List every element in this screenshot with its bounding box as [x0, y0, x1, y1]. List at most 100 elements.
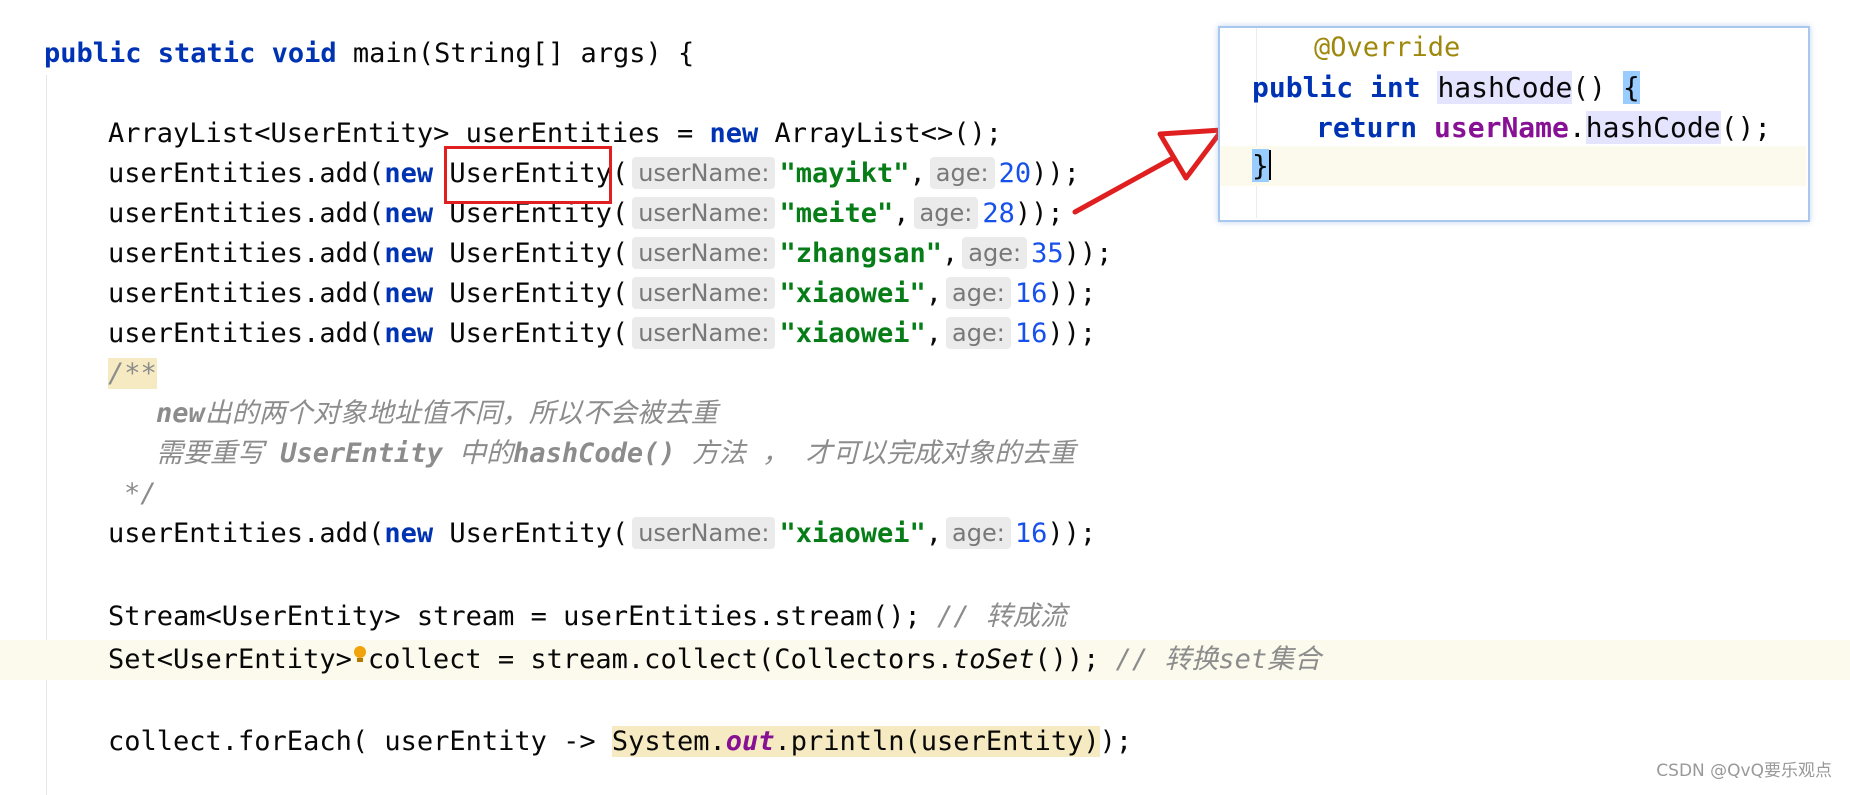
code-text: , — [925, 318, 943, 349]
keyword: new — [384, 278, 434, 309]
code-text: Stream<UserEntity> stream = userEntities… — [108, 601, 938, 632]
current-line-highlight — [0, 640, 1850, 680]
text-caret — [1268, 150, 1271, 180]
popup-line-return: return userName.hashCode(); — [1316, 108, 1771, 148]
string-literal: "meite" — [779, 198, 894, 229]
code-line-foreach[interactable]: collect.forEach( userEntity -> System.ou… — [108, 722, 1132, 762]
keyword: new — [709, 118, 759, 149]
doc-comment-text: */ — [124, 478, 157, 509]
param-hint-username: userName: — [632, 277, 776, 309]
code-text: userEntities.add( — [108, 158, 385, 189]
code-line-add-4[interactable]: userEntities.add(new UserEntity(userName… — [108, 274, 1096, 314]
code-text: Set<UserEntity> — [108, 644, 352, 675]
keyword: return — [1316, 111, 1418, 144]
doc-comment-open: /** — [108, 354, 157, 394]
doc-comment-text: hashCode() — [513, 438, 676, 469]
code-line-add-1[interactable]: userEntities.add(new UserEntity(userName… — [108, 154, 1080, 194]
param-hint-username: userName: — [632, 157, 776, 189]
doc-comment-line-2: 需要重写 UserEntity 中的hashCode() 方法 ， 才可以完成对… — [156, 434, 1075, 474]
param-hint-username: userName: — [632, 197, 776, 229]
doc-comment-close: */ — [124, 474, 157, 514]
code-line-add-2[interactable]: userEntities.add(new UserEntity(userName… — [108, 194, 1064, 234]
code-text: UserEntity( — [433, 278, 629, 309]
code-text: userEntities.add( — [108, 238, 385, 269]
number-literal: 28 — [982, 198, 1015, 229]
watermark: CSDN @QvQ要乐观点 — [1656, 761, 1832, 781]
number-literal: 16 — [1014, 278, 1048, 309]
code-text: ()); — [1034, 644, 1116, 675]
param-hint-username: userName: — [632, 317, 776, 349]
keyword: new — [384, 158, 434, 189]
string-literal: "mayikt" — [779, 158, 910, 189]
number-literal: 35 — [1031, 238, 1064, 269]
code-text: collect = stream.collect(Collectors. — [367, 644, 954, 675]
code-text: )); — [1014, 198, 1064, 229]
code-text: main(String[] args) { — [336, 38, 695, 69]
code-text: )); — [1031, 158, 1080, 189]
popup-line-annotation: @Override — [1314, 28, 1460, 68]
brace: } — [1252, 149, 1269, 182]
keyword: new — [384, 318, 434, 349]
code-text: ); — [1099, 726, 1133, 757]
param-hint-age: age: — [913, 197, 979, 229]
doc-comment-text: 出的两个对象地址值不同，所以不会被去重 — [204, 398, 718, 429]
code-line-main-signature[interactable]: public static void main(String[] args) { — [44, 34, 694, 74]
current-line-highlight — [1220, 146, 1806, 186]
param-hint-age: age: — [946, 517, 1011, 549]
code-text: userEntities.add( — [108, 518, 385, 549]
code-text: , — [893, 198, 910, 229]
lightbulb-icon[interactable] — [353, 646, 366, 664]
param-hint-age: age: — [946, 317, 1011, 349]
code-line-stream[interactable]: Stream<UserEntity> stream = userEntities… — [108, 597, 1067, 637]
code-text: )); — [1063, 238, 1113, 269]
keyword: public int — [1252, 71, 1421, 104]
code-text: UserEntity( — [433, 238, 629, 269]
code-text: )); — [1047, 318, 1097, 349]
hashcode-popup: @Override public int hashCode() { return… — [1218, 26, 1810, 222]
number-literal: 16 — [1014, 518, 1048, 549]
number-literal: 16 — [1014, 318, 1048, 349]
doc-comment-text: 方法 ， 才可以完成对象的去重 — [675, 438, 1076, 469]
code-text: , — [909, 158, 926, 189]
code-text: UserEntity( — [433, 158, 629, 189]
code-text: userEntities.add( — [108, 278, 385, 309]
doc-comment-text: 中的 — [442, 438, 514, 469]
code-line-add-5[interactable]: userEntities.add(new UserEntity(userName… — [108, 314, 1096, 354]
popup-line-signature: public int hashCode() { — [1252, 68, 1640, 108]
code-text: (); — [1720, 111, 1772, 144]
param-hint-username: userName: — [632, 517, 776, 549]
keyword: public static void — [44, 38, 337, 69]
string-literal: "zhangsan" — [779, 238, 943, 269]
indent-guide — [1256, 28, 1257, 218]
code-text: UserEntity( — [433, 518, 629, 549]
static-method: toSet — [953, 644, 1035, 675]
param-hint-username: userName: — [632, 237, 776, 269]
code-text: , — [925, 518, 943, 549]
keyword: new — [384, 238, 434, 269]
method-name: hashCode — [1585, 111, 1721, 144]
indent-guide — [46, 75, 47, 795]
doc-comment-text: /** — [108, 358, 157, 389]
code-text: ArrayList<>(); — [758, 118, 1003, 149]
code-line-arraylist[interactable]: ArrayList<UserEntity> userEntities = new… — [108, 114, 1002, 154]
code-line-add-3[interactable]: userEntities.add(new UserEntity(userName… — [108, 234, 1112, 274]
popup-line-close: } — [1252, 146, 1271, 186]
code-text: )); — [1047, 518, 1097, 549]
doc-comment-line-1: new出的两个对象地址值不同，所以不会被去重 — [156, 394, 718, 434]
keyword: new — [384, 518, 434, 549]
number-literal: 20 — [998, 158, 1032, 189]
doc-comment-text: 需要重写 — [156, 438, 281, 469]
code-text: , — [925, 278, 943, 309]
method-name: hashCode — [1437, 71, 1573, 104]
code-text: ArrayList<UserEntity> userEntities = — [108, 118, 710, 149]
param-hint-age: age: — [946, 277, 1011, 309]
code-text: collect.forEach( userEntity -> — [108, 726, 612, 757]
code-text: , — [942, 238, 959, 269]
code-line-collect[interactable]: Set<UserEntity> collect = stream.collect(… — [108, 640, 1321, 680]
line-comment: // 转成流 — [937, 601, 1067, 632]
static-field: out — [725, 726, 775, 757]
code-line-add-6[interactable]: userEntities.add(new UserEntity(userName… — [108, 514, 1096, 554]
string-literal: "xiaowei" — [779, 518, 926, 549]
